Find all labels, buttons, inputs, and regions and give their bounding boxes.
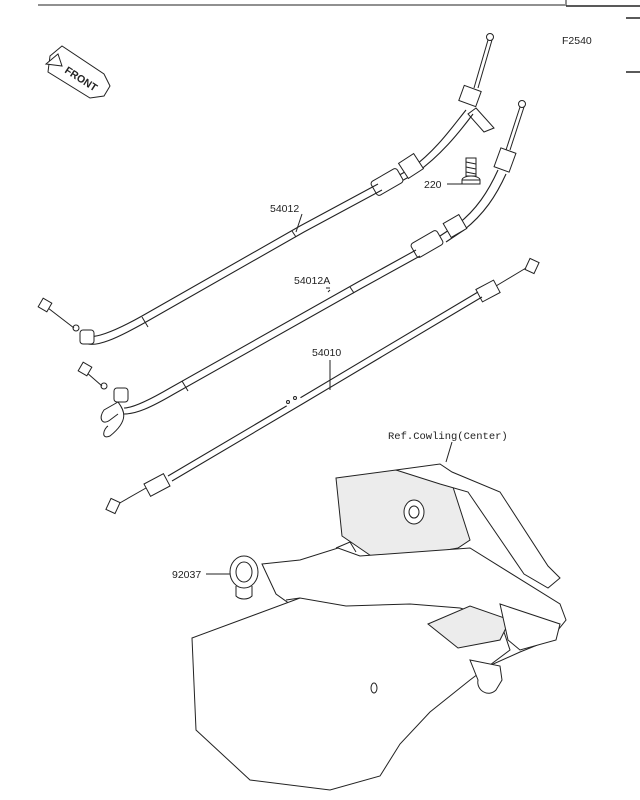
part-number-label: 54012A: [294, 275, 330, 287]
leader-lines: [206, 183, 462, 575]
front-arrow-icon: FRONT: [44, 45, 111, 99]
reference-note: Ref.Cowling(Center): [388, 431, 508, 443]
cable-54010: [105, 257, 540, 515]
part-number-label: 54010: [312, 347, 341, 359]
figure-code: F2540: [562, 35, 592, 47]
page-frame: [38, 0, 640, 73]
part-number-label: 220: [424, 179, 442, 191]
cable-54012: [37, 33, 495, 345]
part-number-label: 54012: [270, 203, 299, 215]
cable-54012a: [77, 100, 526, 438]
bolt-220: [461, 157, 481, 185]
grommet-92037: [229, 555, 259, 641]
part-number-label: 92037: [172, 569, 201, 581]
cowling-center-body: [191, 463, 567, 791]
